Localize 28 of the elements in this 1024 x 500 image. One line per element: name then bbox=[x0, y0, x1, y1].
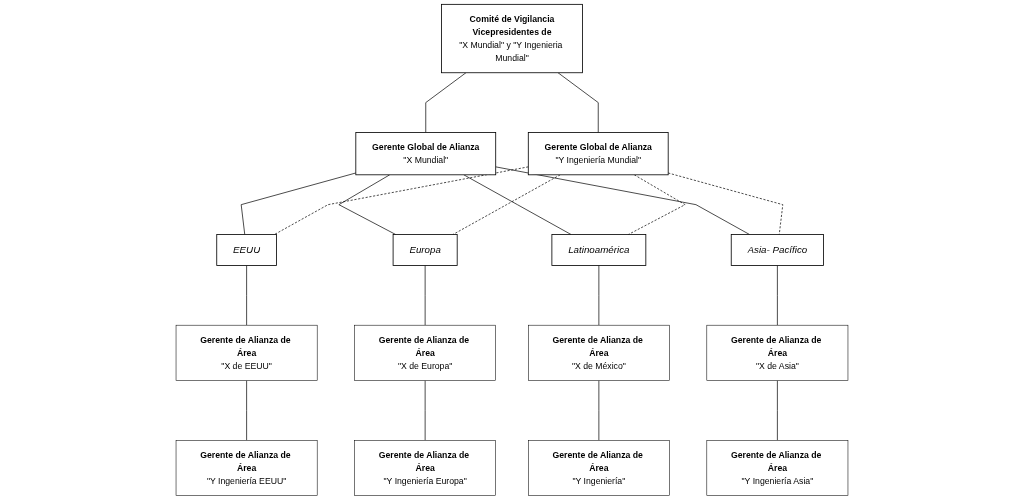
node-box: Gerente de Alianza de Área "Y Ingeniería Europa" bbox=[354, 440, 496, 496]
connector bbox=[777, 265, 778, 326]
node-box: Gerente de Alianza de Área "X de Europa" bbox=[354, 324, 496, 381]
connector bbox=[495, 166, 750, 235]
connector bbox=[425, 72, 467, 133]
connector bbox=[338, 174, 397, 235]
node-box: Gerente de Alianza de Área "X de EEUU" bbox=[175, 324, 318, 381]
node-box: Asia- Pacífico bbox=[730, 234, 824, 266]
node-box: EEUU bbox=[216, 234, 277, 266]
connector bbox=[240, 172, 357, 235]
connector bbox=[274, 166, 529, 235]
node-box: Gerente de Alianza de Área "Y Ingeniería EEUU" bbox=[175, 440, 318, 496]
node-box: Gerente Global de Alianza "Y Ingeniería Mundial" bbox=[527, 132, 669, 176]
node-box: Latinoamérica bbox=[551, 234, 647, 266]
node-box: Gerente Global de Alianza "X Mundial" bbox=[355, 132, 497, 176]
node-box: Gerente de Alianza de Área "Y Ingeniería" bbox=[528, 440, 670, 496]
node-box: Gerente de Alianza de Área "Y Ingeniería Asia" bbox=[706, 440, 849, 496]
connector bbox=[246, 265, 247, 326]
node-box: Comité de Vigilancia Vicepresidentes de "X Mundial" y "Y Ingenieria Mundial" bbox=[441, 3, 583, 74]
connector bbox=[452, 174, 561, 235]
node-box: Gerente de Alianza de Área "X de Asia" bbox=[706, 324, 849, 381]
node-box: Europa bbox=[392, 234, 458, 266]
connector bbox=[424, 265, 426, 326]
connector bbox=[463, 174, 572, 235]
connector bbox=[667, 172, 784, 235]
connector bbox=[598, 265, 600, 326]
node-box: Gerente de Alianza de Área "X de México" bbox=[528, 324, 670, 381]
connector bbox=[557, 72, 599, 133]
